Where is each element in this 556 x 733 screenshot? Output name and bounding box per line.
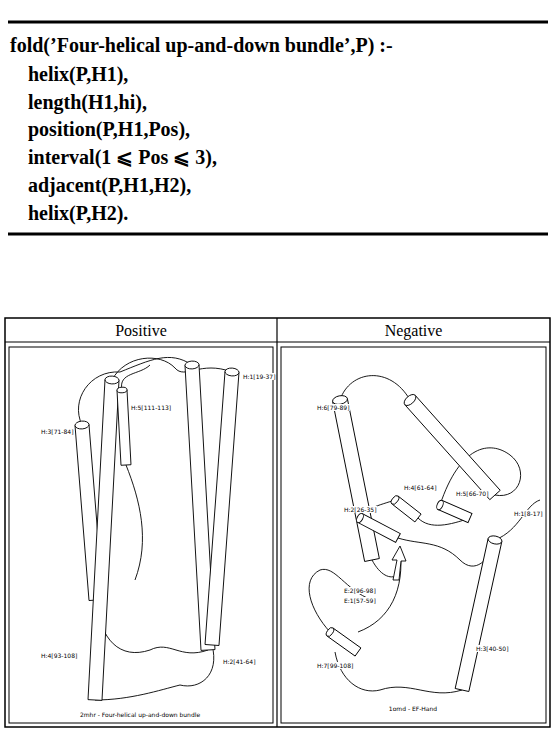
helix-label: H:4[61-64]	[403, 484, 437, 491]
cylinder-end	[75, 421, 90, 430]
helix-cylinder	[332, 394, 380, 561]
panel-frame	[281, 347, 546, 723]
column-header: Positive	[6, 319, 276, 342]
helix-label: H:3[40-50]	[475, 645, 509, 652]
cylinder-end	[117, 387, 127, 393]
helix-cylinders	[75, 361, 503, 701]
cylinder-end	[105, 376, 119, 385]
helix-label: H:3[71-84]	[40, 428, 74, 435]
coil	[335, 652, 462, 693]
helix-label: H:4[93-108]	[40, 652, 78, 659]
coil	[126, 465, 142, 580]
rule-line: position(P,H1,Pos),	[28, 117, 190, 141]
helix-cylinder	[325, 626, 361, 656]
rule-line: helix(P,H2).	[28, 201, 128, 225]
helix-cylinder	[402, 392, 500, 499]
column-divider	[276, 318, 277, 727]
helix-label: H:1[19-37]	[242, 373, 276, 380]
helix-cylinder	[355, 512, 400, 542]
helix-label: E:1[57-59]	[343, 597, 377, 604]
coil	[340, 376, 410, 400]
coil-loops	[78, 357, 540, 700]
coil	[398, 538, 495, 566]
coil	[112, 358, 232, 380]
helix-cylinder	[88, 376, 119, 701]
coil	[495, 500, 540, 540]
cylinder-end	[487, 535, 502, 546]
cylinder-end	[390, 494, 401, 505]
helix-cylinder	[205, 368, 239, 646]
rule-line: adjacent(P,H1,H2),	[28, 173, 191, 197]
helix-cylinder	[390, 494, 421, 522]
helix-label: H:2[41-64]	[222, 658, 256, 665]
cylinder-end	[402, 392, 418, 407]
rule-line: interval(1 ⩽ Pos ⩽ 3),	[28, 145, 217, 169]
helix-label: E:2[96-98]	[343, 587, 377, 594]
rule-line: length(H1,hi),	[28, 90, 147, 114]
cylinder-end	[325, 626, 335, 637]
rule-line: fold(’Four-helical up-and-down bundle’,P…	[10, 33, 393, 57]
rule-line: helix(P,H1),	[28, 62, 128, 86]
cylinder-end	[355, 512, 365, 523]
rule-top-bar	[8, 21, 548, 24]
cylinder-body	[333, 399, 380, 562]
strand-arrow	[392, 546, 406, 580]
helix-label: H:7[99-108]	[316, 662, 354, 669]
helix-cylinder	[117, 387, 131, 465]
cylinder-end	[435, 499, 444, 510]
column-header: Negative	[278, 319, 549, 342]
protein-caption: 1omd - EF-Hand	[388, 705, 438, 712]
cylinder-body	[358, 514, 401, 543]
cylinder-body	[117, 390, 131, 466]
coil	[96, 600, 208, 653]
protein-caption: 2mhr - Four-helical up-and-down bundle	[79, 711, 201, 718]
panel-frame	[9, 347, 273, 723]
helix-label: H:2[26-35]	[343, 506, 377, 513]
header-text: Positive	[115, 322, 167, 340]
helix-label: H:5[111-113]	[130, 404, 172, 411]
cylinder-body	[88, 380, 119, 701]
helix-label: H:5[66-70]	[455, 490, 489, 497]
helix-cylinder	[435, 499, 472, 522]
helix-label: H:6[79-89]	[316, 404, 350, 411]
cylinder-body	[205, 371, 239, 645]
coil	[95, 645, 214, 700]
table-border	[5, 318, 550, 727]
header-text: Negative	[385, 322, 443, 340]
coil	[122, 365, 150, 390]
rule-bottom-bar	[8, 233, 548, 236]
cylinder-body	[455, 538, 502, 691]
helix-cylinder	[455, 535, 503, 692]
cylinder-end	[225, 368, 240, 377]
helix-label: H:1[8-17]	[513, 510, 544, 517]
cylinder-end	[185, 361, 199, 370]
